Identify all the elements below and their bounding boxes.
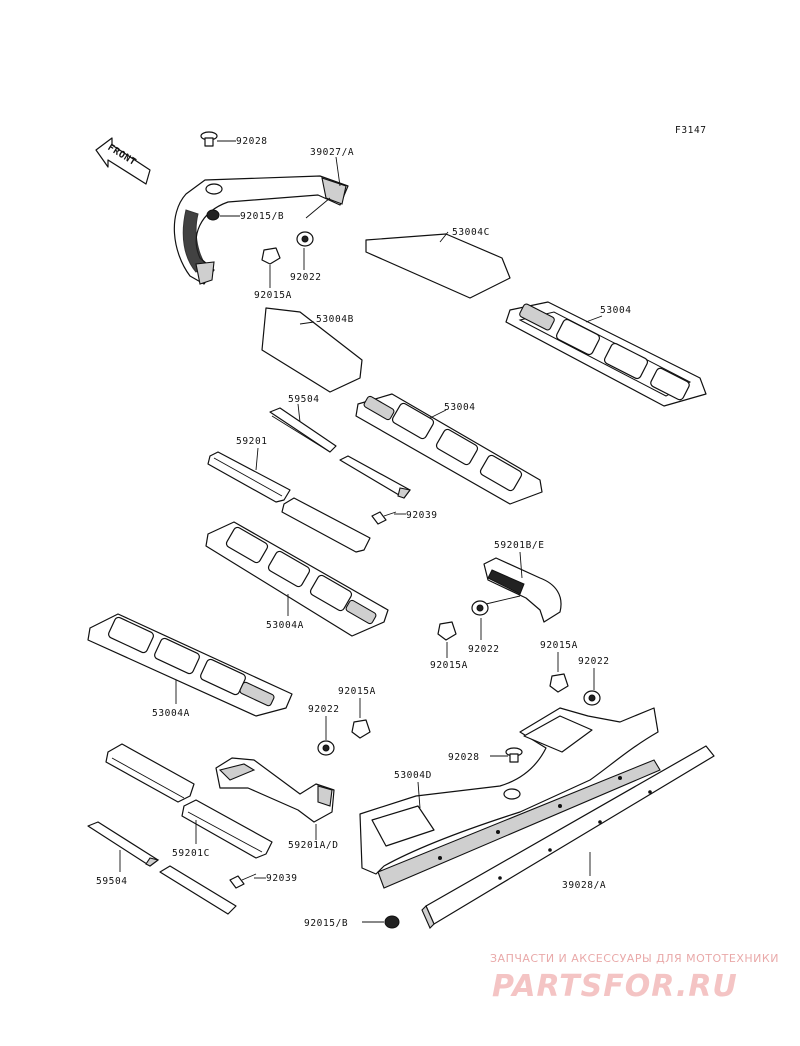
label-53004b: 53004B — [316, 314, 354, 325]
label-92015b-top: 92015/B — [240, 211, 284, 222]
strip-59504-low — [87, 821, 160, 867]
label-92015b-low: 92015/B — [304, 918, 348, 929]
label-53004a-mid: 53004A — [266, 620, 304, 631]
label-39027a: 39027/A — [310, 147, 354, 158]
figure-code: F3147 — [675, 125, 707, 136]
grab-handle-39027 — [173, 175, 349, 285]
washer-92022-mid — [471, 600, 489, 640]
mat-53004-mid — [355, 393, 543, 505]
nut-92015a-low — [351, 698, 371, 739]
bracket-59201be — [483, 557, 562, 623]
rivet-92039-top — [371, 511, 406, 525]
label-59504-top: 59504 — [288, 394, 320, 405]
watermark-brand: PARTSFOR.RU — [492, 969, 738, 1004]
washer-92022-low — [317, 716, 335, 756]
channel-59201c-upper — [105, 743, 195, 803]
mat-53004c — [365, 233, 511, 299]
mat-53004-top — [505, 301, 707, 407]
strip-59504-top — [269, 407, 337, 453]
washer-92022-top — [296, 231, 314, 270]
label-53004c: 53004C — [452, 227, 490, 238]
label-92015a-low: 92015A — [338, 686, 376, 697]
frame-53004d — [359, 707, 661, 889]
label-53004d: 53004D — [394, 770, 432, 781]
label-59504-low: 59504 — [96, 876, 128, 887]
strip-59504-low-right — [159, 865, 237, 915]
label-92022-low: 92022 — [308, 704, 340, 715]
label-59201: 59201 — [236, 436, 268, 447]
label-53004a-left: 53004A — [152, 708, 190, 719]
channel-59201-mid — [281, 497, 371, 553]
strip-59504-right — [339, 455, 411, 499]
bolt-92028-low — [490, 747, 523, 763]
label-92028-low: 92028 — [448, 752, 480, 763]
nut-92015a-right — [549, 652, 569, 693]
nut-92015a-mid — [437, 621, 457, 658]
label-59201ad: 59201A/D — [288, 840, 339, 851]
label-92015a-top: 92015A — [254, 290, 292, 301]
label-39028a: 39028/A — [562, 880, 606, 891]
mat-53004b — [261, 307, 363, 393]
label-59201be: 59201B/E — [494, 540, 545, 551]
rivet-92039-low — [229, 873, 266, 889]
label-92015a-mid: 92015A — [430, 660, 468, 671]
label-92022-mid: 92022 — [468, 644, 500, 655]
mat-53004a-left — [87, 613, 293, 717]
nut-92015b-top — [206, 209, 240, 221]
washer-92022-right — [583, 668, 601, 706]
label-92039-low: 92039 — [266, 873, 298, 884]
label-92022-top: 92022 — [290, 272, 322, 283]
channel-59201 — [207, 451, 291, 503]
watermark-tagline: ЗАПЧАСТИ И АКСЕССУАРЫ ДЛЯ МОТОТЕХНИКИ — [490, 952, 779, 965]
label-53004-top: 53004 — [600, 305, 632, 316]
label-53004-mid: 53004 — [444, 402, 476, 413]
nut-92015b-low — [362, 915, 400, 929]
rail-39028a — [421, 745, 715, 929]
front-arrow-icon: FRONT — [95, 137, 151, 185]
channel-59201c-lower — [181, 799, 273, 859]
bolt-92028-top — [200, 131, 236, 147]
mat-53004a-mid — [205, 521, 389, 637]
label-92039-top: 92039 — [406, 510, 438, 521]
label-92015a-right: 92015A — [540, 640, 578, 651]
nut-92015a-top — [261, 247, 281, 288]
label-92028-top: 92028 — [236, 136, 268, 147]
label-59201c: 59201C — [172, 848, 210, 859]
bracket-59201ad — [215, 757, 335, 823]
label-92022-right: 92022 — [578, 656, 610, 667]
